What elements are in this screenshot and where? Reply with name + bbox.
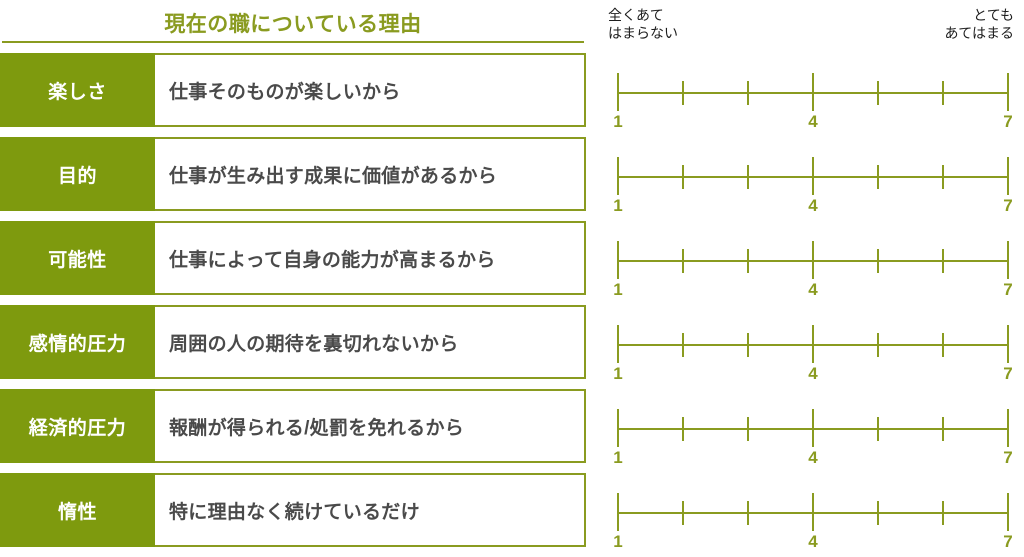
likert-scale-row[interactable]: 1 4 7 <box>586 473 1024 547</box>
axis-tick-label: 1 <box>613 448 622 463</box>
likert-scale-axis: 1 4 7 <box>613 409 1013 463</box>
likert-scale-row[interactable]: 1 4 7 <box>586 53 1024 127</box>
reason-statement-text: 仕事そのものが楽しいから <box>155 53 586 127</box>
likert-scale-axis: 1 4 7 <box>613 157 1013 211</box>
table-row: 経済的圧力報酬が得られる/処罰を免れるから <box>0 389 586 463</box>
likert-scale-row[interactable]: 1 4 7 <box>586 221 1024 295</box>
likert-scale-axis: 1 4 7 <box>613 241 1013 295</box>
axis-tick-label: 4 <box>808 196 818 211</box>
reason-statement-text: 仕事が生み出す成果に価値があるから <box>155 137 586 211</box>
axis-tick-label: 4 <box>808 280 818 295</box>
table-row: 感情的圧力周囲の人の期待を裏切れないから <box>0 305 586 379</box>
table-row: 目的仕事が生み出す成果に価値があるから <box>0 137 586 211</box>
reason-category-label: 楽しさ <box>0 53 155 127</box>
axis-tick-label: 7 <box>1003 364 1012 379</box>
reason-category-label: 惰性 <box>0 473 155 547</box>
scale-anchor-high-line1: とても <box>973 7 1014 23</box>
axis-tick-label: 7 <box>1003 112 1012 127</box>
axis-tick-label: 4 <box>808 448 818 463</box>
axis-tick-label: 4 <box>808 364 818 379</box>
reasons-table-block: 現在の職についている理由 楽しさ仕事そのものが楽しいから目的仕事が生み出す成果に… <box>0 13 586 557</box>
reason-statement-text: 仕事によって自身の能力が高まるから <box>155 221 586 295</box>
axis-tick-label: 1 <box>613 532 622 547</box>
scale-anchor-low-line2: はまらない <box>608 25 678 41</box>
scale-anchor-low: 全くあて はまらない <box>608 6 678 42</box>
axis-tick-label: 1 <box>613 112 622 127</box>
reason-category-label: 経済的圧力 <box>0 389 155 463</box>
scale-anchor-low-line1: 全くあて <box>608 7 664 23</box>
reason-statement-text: 報酬が得られる/処罰を免れるから <box>155 389 586 463</box>
response-scale-block: 全くあて はまらない とても あてはまる 1 4 7 1 4 7 1 4 7 1 4 7 1 4 7 1 4 7 <box>586 0 1024 557</box>
scale-anchor-high: とても あてはまる <box>945 6 1014 42</box>
axis-tick-label: 7 <box>1003 448 1012 463</box>
table-row: 楽しさ仕事そのものが楽しいから <box>0 53 586 127</box>
axis-tick-label: 1 <box>613 364 622 379</box>
axis-tick-label: 1 <box>613 196 622 211</box>
axis-tick-label: 1 <box>613 280 622 295</box>
reason-statement-text: 特に理由なく続けているだけ <box>155 473 586 547</box>
scale-row-list: 1 4 7 1 4 7 1 4 7 1 4 7 1 4 7 1 4 7 <box>586 53 1024 557</box>
title-divider <box>2 41 584 43</box>
page-title: 現在の職についている理由 <box>164 13 422 36</box>
axis-tick-label: 4 <box>808 532 818 547</box>
likert-scale-row[interactable]: 1 4 7 <box>586 305 1024 379</box>
table-row: 可能性仕事によって自身の能力が高まるから <box>0 221 586 295</box>
axis-tick-label: 7 <box>1003 280 1012 295</box>
reason-category-label: 可能性 <box>0 221 155 295</box>
table-row: 惰性特に理由なく続けているだけ <box>0 473 586 547</box>
scale-anchor-row: 全くあて はまらない とても あてはまる <box>586 6 1024 46</box>
reason-category-label: 目的 <box>0 137 155 211</box>
reasons-row-list: 楽しさ仕事そのものが楽しいから目的仕事が生み出す成果に価値があるから可能性仕事に… <box>0 53 586 557</box>
reason-statement-text: 周囲の人の期待を裏切れないから <box>155 305 586 379</box>
likert-scale-row[interactable]: 1 4 7 <box>586 137 1024 211</box>
axis-tick-label: 7 <box>1003 532 1012 547</box>
likert-scale-axis: 1 4 7 <box>613 325 1013 379</box>
axis-tick-label: 7 <box>1003 196 1012 211</box>
axis-tick-label: 4 <box>808 112 818 127</box>
likert-scale-axis: 1 4 7 <box>613 73 1013 127</box>
likert-scale-row[interactable]: 1 4 7 <box>586 389 1024 463</box>
likert-scale-axis: 1 4 7 <box>613 493 1013 547</box>
reason-category-label: 感情的圧力 <box>0 305 155 379</box>
scale-anchor-high-line2: あてはまる <box>944 25 1014 41</box>
